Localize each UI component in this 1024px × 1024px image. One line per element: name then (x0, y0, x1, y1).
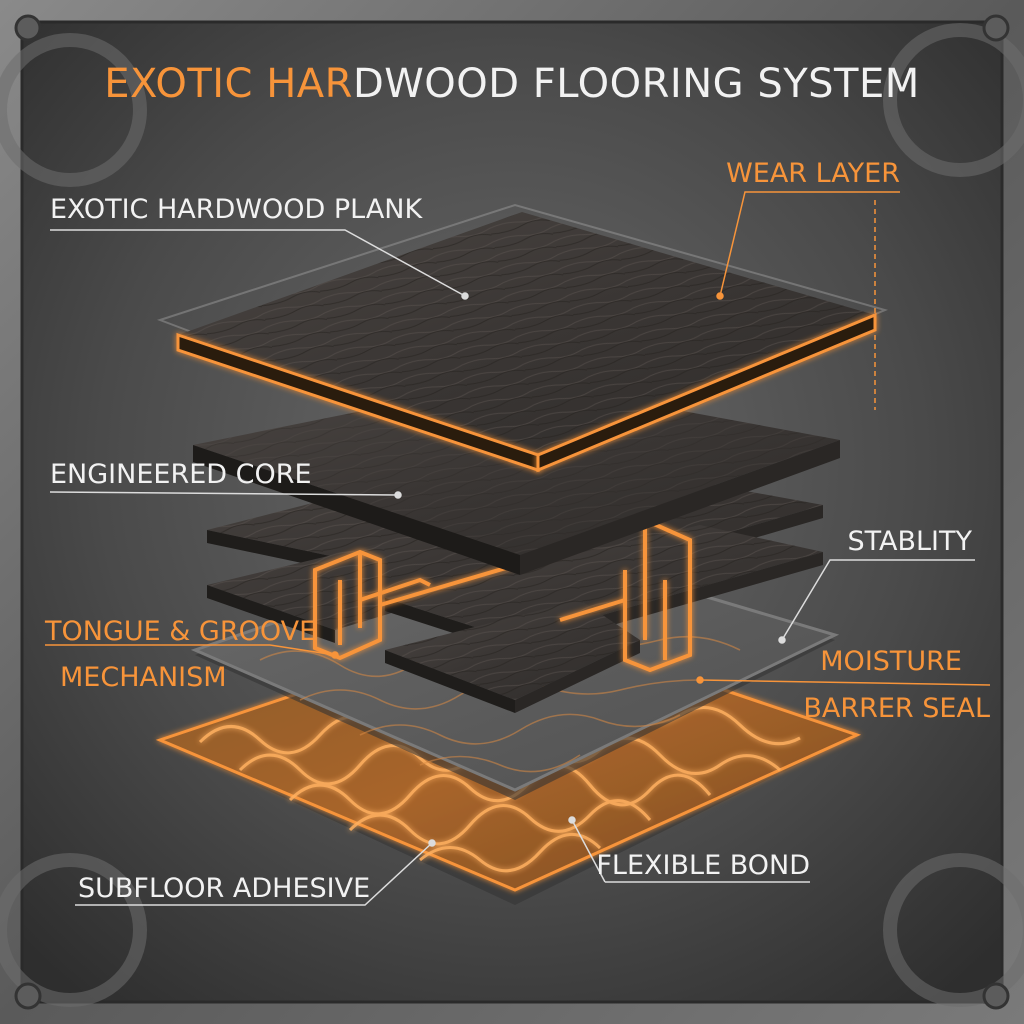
gear-icon (883, 853, 1024, 1007)
screw-icon (14, 982, 42, 1010)
core-leader-dot (394, 491, 402, 499)
title-highlight: EXOTIC HAR (104, 61, 353, 107)
adhesive-leader-dot (428, 839, 436, 847)
flexible-bond-leader-angle (571, 819, 606, 883)
gear-icon (0, 33, 147, 187)
core-leader-line (49, 491, 399, 496)
wear-layer-leader-dot (716, 292, 724, 300)
tongue-leader-line (45, 644, 336, 656)
gear-icon (883, 23, 1024, 177)
label-tongue-groove: TONGUE & GROOVE (44, 616, 316, 647)
label-barrier-seal: BARRER SEAL (803, 693, 990, 724)
moisture-leader-line (699, 679, 991, 686)
plank-leader-dot (461, 292, 469, 300)
engineered-core-layer (193, 380, 840, 575)
screw-icon (14, 14, 42, 42)
flexible-bond-dot (568, 816, 576, 824)
wear-layer-leader-line (719, 191, 900, 297)
gear-icon (0, 853, 147, 1007)
label-engineered-core: ENGINEERED CORE (50, 459, 312, 490)
title-rest: DWOOD FLOORING SYSTEM (353, 61, 920, 107)
moisture-leader-dot (696, 676, 704, 684)
page-title: EXOTIC HARDWOOD FLOORING SYSTEM (104, 61, 920, 107)
screw-icon (982, 14, 1010, 42)
tongue-leader-dot (331, 651, 339, 659)
stability-leader-line (781, 559, 975, 641)
exotic-hardwood-plank (156, 203, 889, 473)
label-mechanism: MECHANISM (60, 662, 227, 693)
label-moisture: MOISTURE (820, 646, 962, 677)
label-stability: STABLITY (847, 526, 972, 557)
label-subfloor-adhesive: SUBFLOOR ADHESIVE (78, 873, 370, 904)
label-exotic-hardwood-plank: EXOTIC HARDWOOD PLANK (50, 194, 423, 225)
label-wear-layer: WEAR LAYER (726, 158, 900, 189)
plank-leader-line (50, 229, 466, 297)
screw-icon (982, 982, 1010, 1010)
label-flexible-bond: FLEXIBLE BOND (596, 850, 810, 881)
stability-leader-dot (778, 636, 786, 644)
adhesive-leader-line (75, 842, 433, 906)
